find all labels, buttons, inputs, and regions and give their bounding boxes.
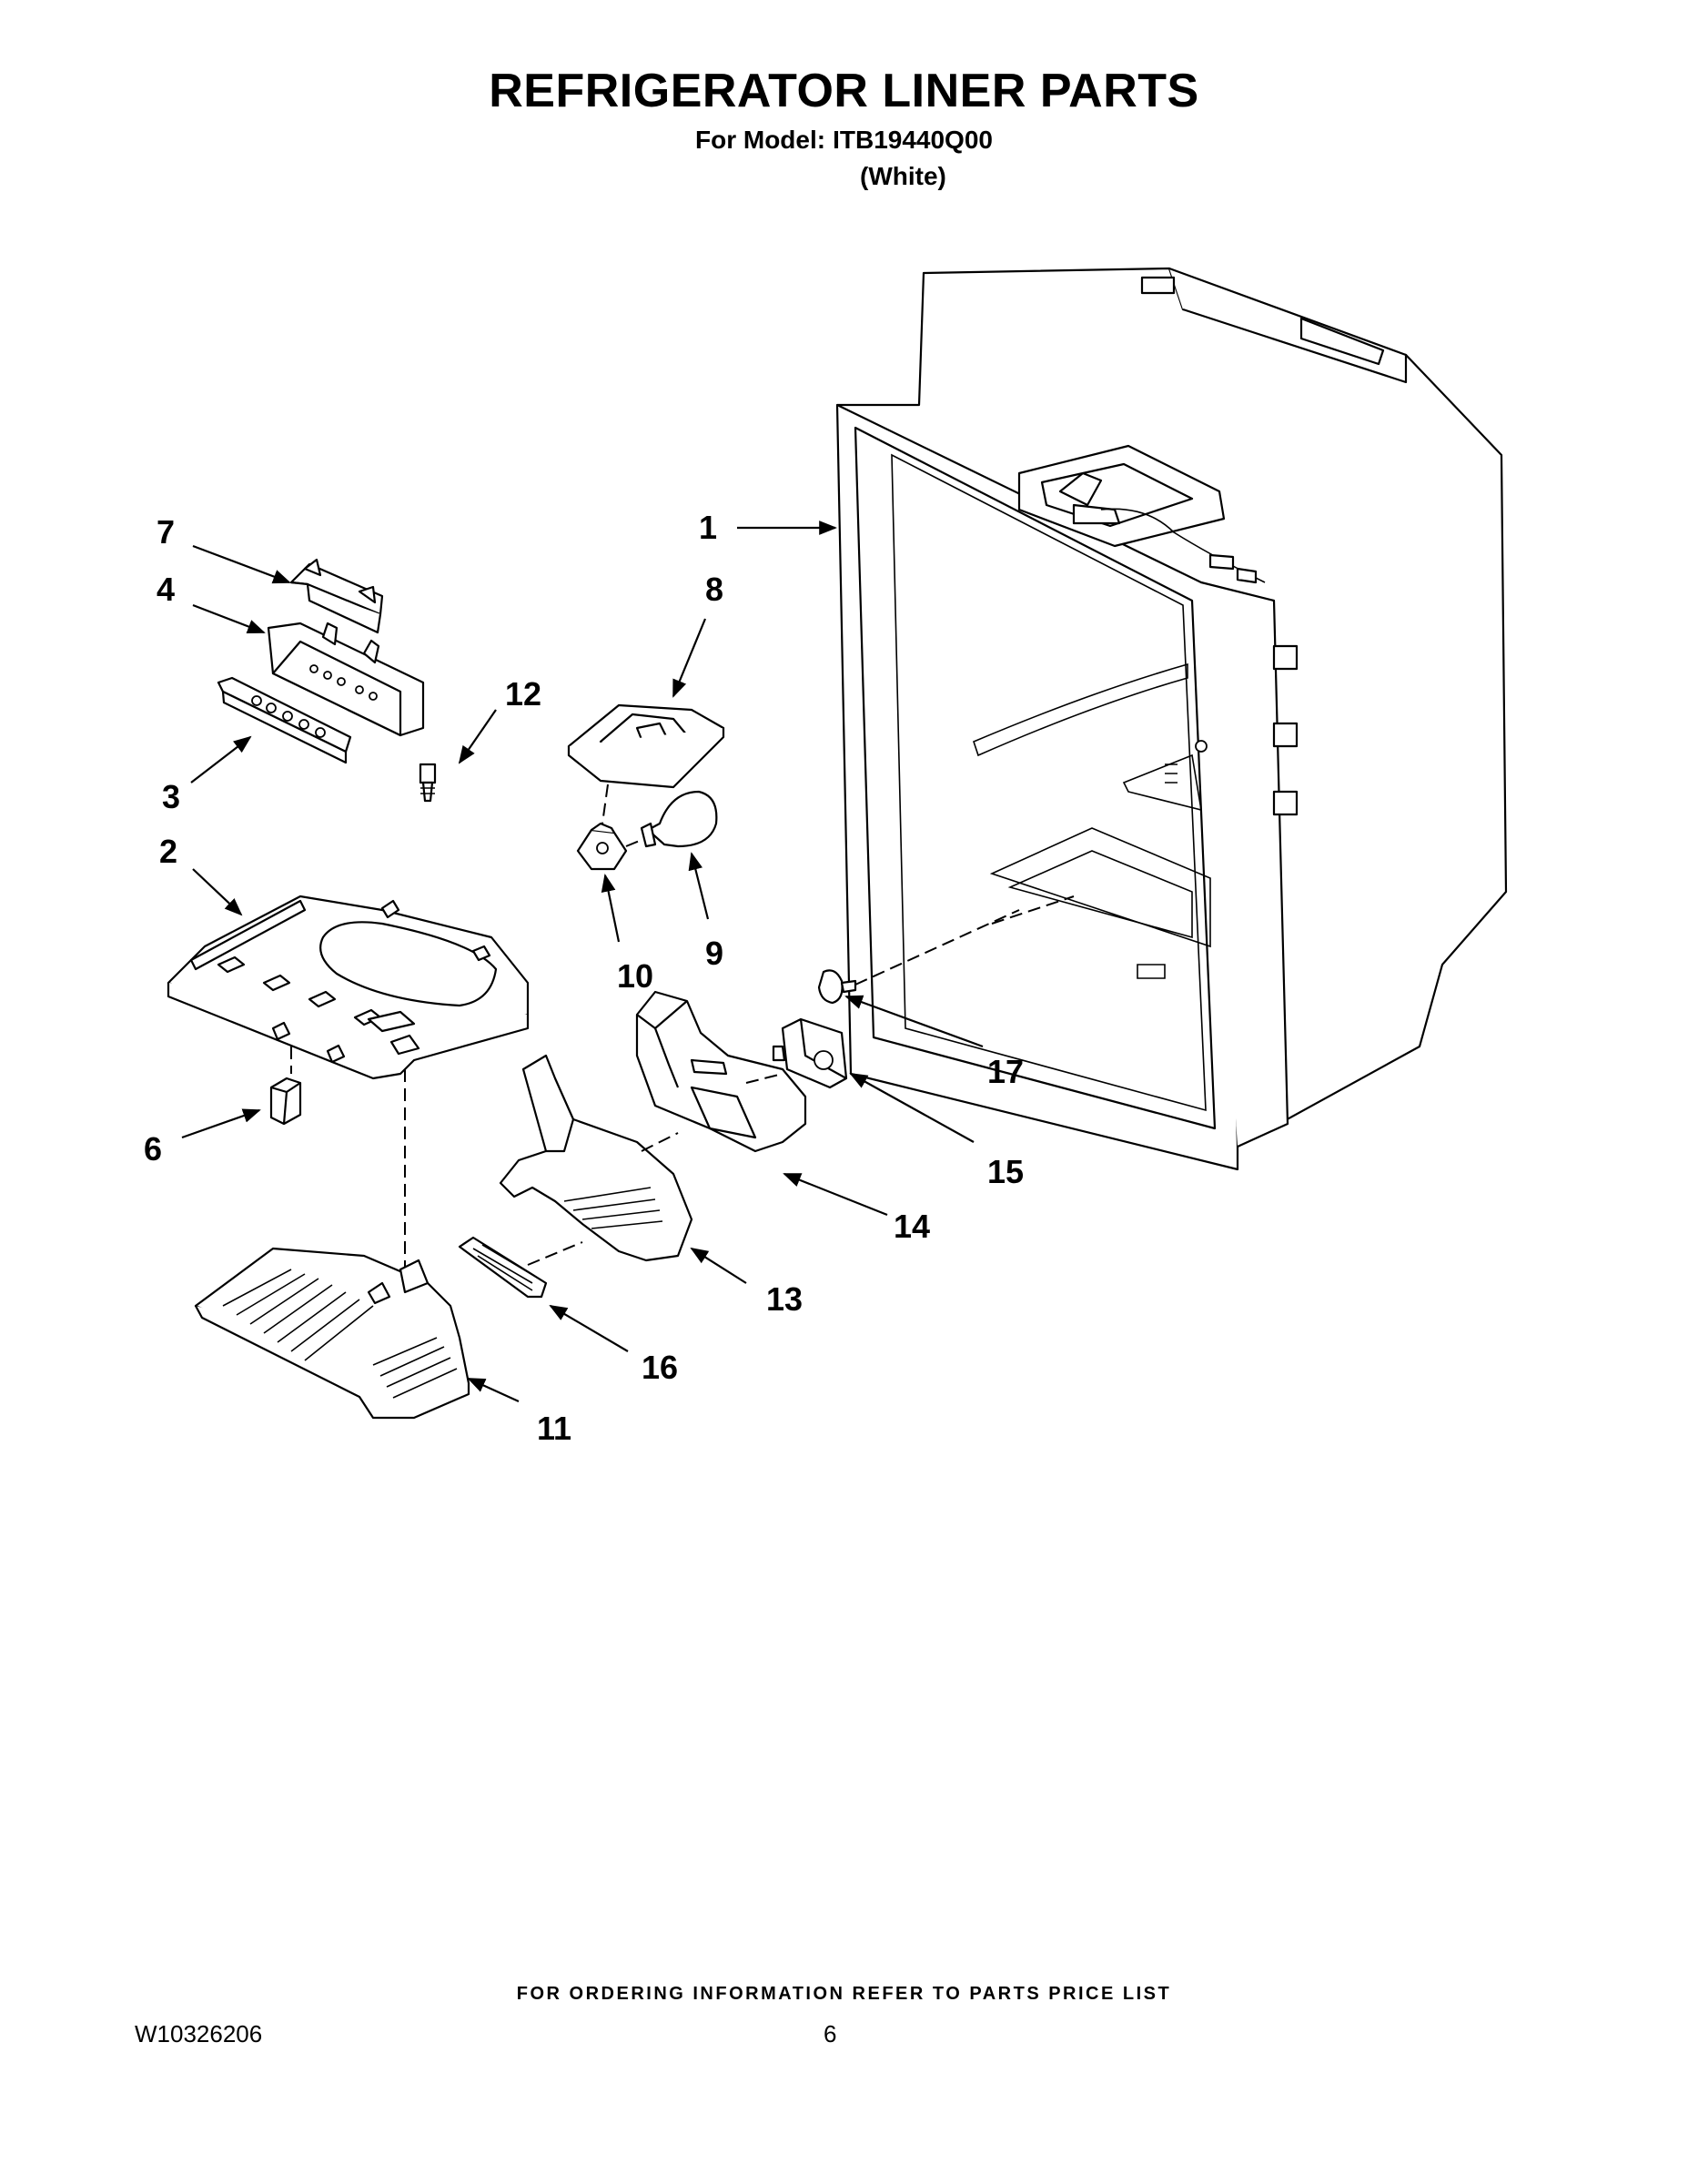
dispenser-chute-part-13 — [499, 1054, 693, 1262]
light-bulb-part-9 — [640, 790, 718, 848]
callout-7: 7 — [157, 513, 175, 551]
callout-10: 10 — [617, 957, 653, 995]
model-line: For Model:ITB19440Q00 — [0, 126, 1688, 155]
plug-button-part-17 — [817, 969, 857, 1005]
callout-4: 4 — [157, 571, 175, 608]
callout-2: 2 — [159, 833, 177, 870]
ordering-info-note: FOR ORDERING INFORMATION REFER TO PARTS … — [516, 1984, 1172, 2004]
liner-part-1 — [835, 267, 1508, 1171]
callout-3: 3 — [162, 778, 180, 815]
callout-6: 6 — [144, 1130, 162, 1168]
model-number: ITB19440Q00 — [833, 126, 993, 154]
model-label: For Model: — [695, 126, 826, 154]
dispenser-housing-part-14 — [635, 990, 807, 1153]
control-panel-housing-part-2 — [167, 895, 530, 1080]
grille-part-11 — [194, 1247, 470, 1420]
leader-lines — [181, 521, 984, 1403]
callout-16: 16 — [642, 1349, 678, 1386]
callout-13: 13 — [766, 1280, 803, 1318]
callout-17: 17 — [987, 1053, 1024, 1090]
light-cover-part-8 — [567, 703, 725, 789]
control-housing-part-4 — [267, 622, 425, 737]
document-number: W10326206 — [135, 2020, 263, 2048]
switch-part-6 — [269, 1077, 302, 1126]
callout-8: 8 — [705, 571, 723, 608]
keypad-overlay-part-3 — [217, 676, 352, 764]
screw-part-12 — [419, 763, 437, 803]
dispenser-switch-part-15 — [772, 1017, 848, 1089]
callout-labels: 1 2 3 4 6 7 8 9 10 11 12 13 14 15 16 17 — [144, 509, 1024, 1447]
callout-15: 15 — [987, 1153, 1024, 1190]
page-title: REFRIGERATOR LINER PARTS — [489, 65, 1199, 117]
lamp-socket-part-10 — [576, 822, 628, 871]
callout-11: 11 — [537, 1410, 571, 1447]
dispenser-light-lens-part-16 — [458, 1236, 548, 1299]
page-number: 6 — [824, 2020, 837, 2048]
callout-1: 1 — [699, 509, 717, 546]
callout-9: 9 — [705, 935, 723, 972]
callout-14: 14 — [894, 1208, 930, 1245]
bracket-part-7 — [289, 558, 384, 634]
color-note: (White) — [860, 162, 946, 190]
callout-12: 12 — [505, 675, 541, 713]
